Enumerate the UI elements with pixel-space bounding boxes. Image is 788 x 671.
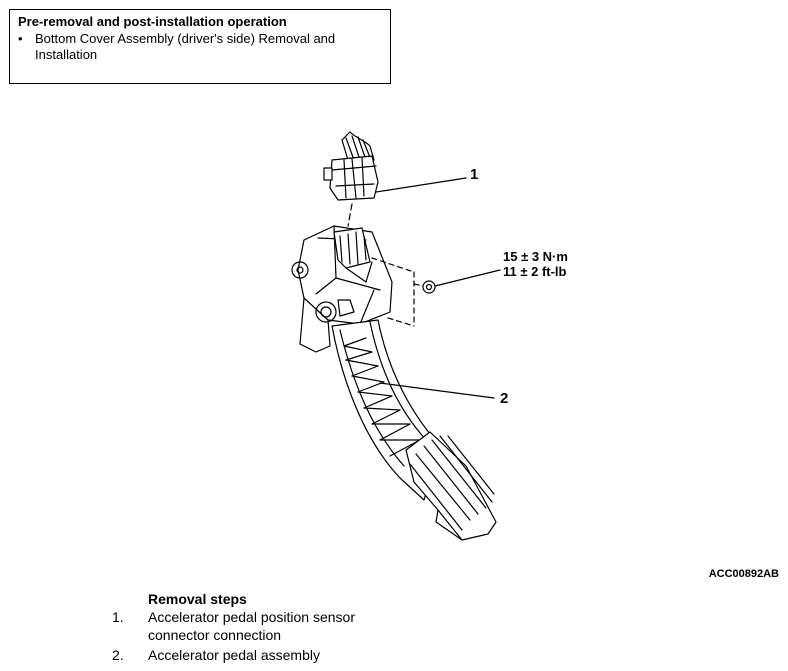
step-number: 2. — [112, 647, 124, 663]
pre-removal-note: Pre-removal and post-installation operat… — [9, 9, 391, 84]
bolt-leader — [434, 269, 501, 287]
step-text: Accelerator pedal assembly — [148, 647, 320, 663]
callout-1: 1 — [470, 166, 479, 183]
torque-metric: 15 ± 3 N·m — [503, 249, 568, 264]
figure-id: ACC00892AB — [708, 568, 779, 580]
removal-step: 1. Accelerator pedal position sensor con… — [112, 608, 392, 644]
pedal-bracket — [291, 225, 393, 353]
note-item-text: Bottom Cover Assembly (driver's side) Re… — [35, 31, 336, 62]
step-number: 1. — [112, 609, 124, 625]
removal-step: 2. Accelerator pedal assembly — [112, 646, 392, 664]
callout-2: 2 — [500, 390, 509, 407]
note-title: Pre-removal and post-installation operat… — [18, 14, 287, 29]
callout-2-leader — [379, 382, 495, 399]
note-item: • Bottom Cover Assembly (driver's side) … — [18, 31, 382, 63]
torque-imperial: 11 ± 2 ft-lb — [503, 264, 567, 279]
torque-spec: 15 ± 3 N·m 11 ± 2 ft-lb — [503, 249, 568, 279]
pedal-position-sensor — [333, 227, 373, 283]
pedal-pad — [405, 431, 497, 541]
step-text: Accelerator pedal position sensor connec… — [148, 609, 356, 643]
removal-steps-title: Removal steps — [148, 591, 247, 607]
callout-1-leader — [375, 177, 467, 193]
bullet: • — [18, 31, 23, 46]
note-list: • Bottom Cover Assembly (driver's side) … — [18, 31, 382, 63]
alignment-line — [347, 203, 353, 227]
mounting-bolt — [422, 280, 436, 294]
bolt-alignment — [371, 257, 425, 327]
sensor-connector — [323, 155, 379, 201]
